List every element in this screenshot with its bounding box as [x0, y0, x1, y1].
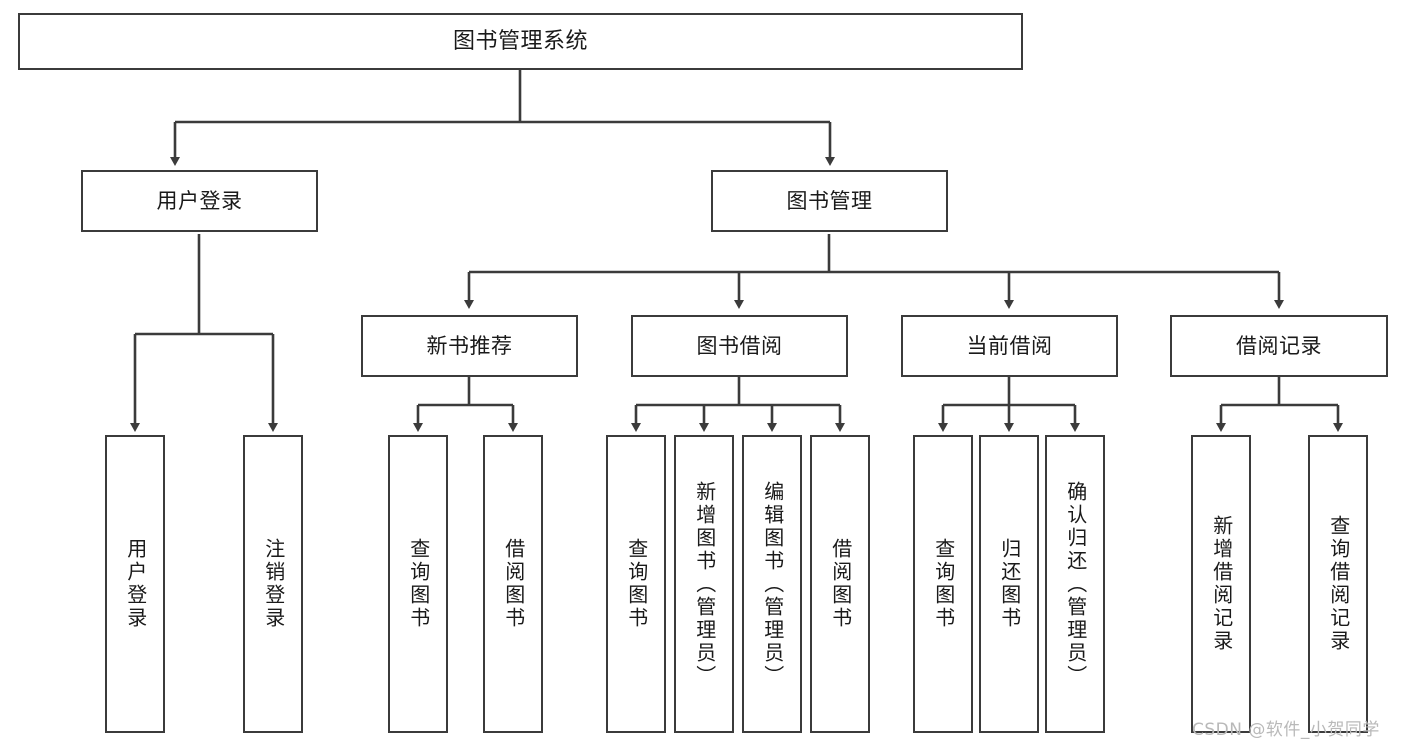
leaf-borrow-add-book-admin[interactable]: 新增图书（管理员） — [674, 435, 734, 733]
node-label: 新书推荐 — [426, 333, 513, 358]
leaf-borrow-borrow-book[interactable]: 借阅图书 — [810, 435, 870, 733]
node-label: 当前借阅 — [966, 333, 1053, 358]
leaf-current-confirm-return-admin[interactable]: 确认归还（管理员） — [1045, 435, 1105, 733]
node-label: 新增图书（管理员） — [692, 480, 717, 688]
node-borrow-record[interactable]: 借阅记录 — [1170, 315, 1388, 377]
node-label: 新增借阅记录 — [1209, 515, 1234, 653]
csdn-watermark: CSDN @软件_小贺同学 — [1192, 720, 1380, 740]
node-current-borrow[interactable]: 当前借阅 — [901, 315, 1118, 377]
leaf-user-login-signout[interactable]: 注销登录 — [243, 435, 303, 733]
node-label: 注销登录 — [261, 538, 286, 630]
node-new-book-recommend[interactable]: 新书推荐 — [361, 315, 578, 377]
leaf-record-add-borrow-record[interactable]: 新增借阅记录 — [1191, 435, 1251, 733]
node-label: 图书管理 — [786, 188, 873, 213]
leaf-current-return-book[interactable]: 归还图书 — [979, 435, 1039, 733]
node-label: 归还图书 — [997, 538, 1022, 630]
node-user-login[interactable]: 用户登录 — [81, 170, 318, 232]
node-label: 查询借阅记录 — [1326, 515, 1351, 653]
node-label: 图书借阅 — [696, 333, 783, 358]
leaf-new-book-borrow[interactable]: 借阅图书 — [483, 435, 543, 733]
node-label: 用户登录 — [156, 188, 243, 213]
node-label: 借阅记录 — [1236, 333, 1322, 358]
leaf-borrow-query-book[interactable]: 查询图书 — [606, 435, 666, 733]
node-label: 确认归还（管理员） — [1063, 480, 1088, 688]
node-book-borrow[interactable]: 图书借阅 — [631, 315, 848, 377]
node-label: 用户登录 — [123, 538, 148, 630]
node-label: 借阅图书 — [501, 538, 526, 630]
node-book-management[interactable]: 图书管理 — [711, 170, 948, 232]
node-label: 编辑图书（管理员） — [760, 480, 785, 688]
leaf-record-query-borrow-record[interactable]: 查询借阅记录 — [1308, 435, 1368, 733]
node-label: 借阅图书 — [828, 538, 853, 630]
node-label: 查询图书 — [931, 538, 956, 630]
leaf-current-query-book[interactable]: 查询图书 — [913, 435, 973, 733]
leaf-new-book-query[interactable]: 查询图书 — [388, 435, 448, 733]
leaf-borrow-edit-book-admin[interactable]: 编辑图书（管理员） — [742, 435, 802, 733]
node-label: 查询图书 — [406, 538, 431, 630]
node-root-system[interactable]: 图书管理系统 — [18, 13, 1023, 70]
node-label: 查询图书 — [624, 538, 649, 630]
leaf-user-login-signin[interactable]: 用户登录 — [105, 435, 165, 733]
node-label: 图书管理系统 — [452, 28, 588, 54]
